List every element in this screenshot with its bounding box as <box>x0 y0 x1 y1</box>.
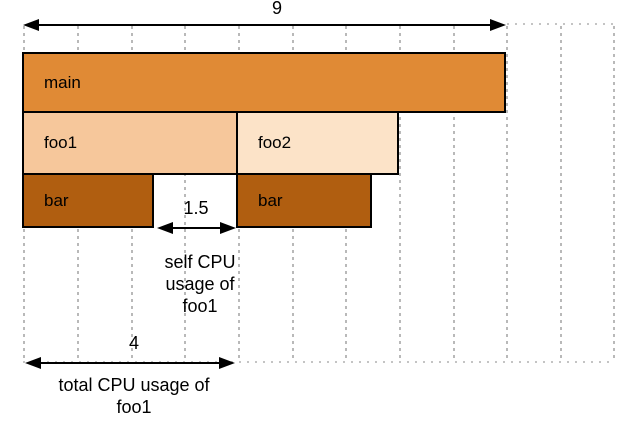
caption-line: usage of <box>165 274 235 294</box>
gridline-horizontal-bottom <box>23 361 615 363</box>
caption-line: total CPU usage of <box>58 375 210 395</box>
gridline-vertical-9 <box>506 26 508 362</box>
frame-main: main <box>22 52 506 113</box>
frame-main-label: main <box>44 72 81 92</box>
measurement-foo1-self-arrow <box>157 221 236 234</box>
frame-bar1-label: bar <box>44 190 69 210</box>
gridline-vertical-11 <box>613 26 615 362</box>
arrow-shaft <box>41 361 219 364</box>
gridline-vertical-8 <box>453 26 455 362</box>
caption-line: foo1 <box>182 296 218 316</box>
measurement-main-total-arrow <box>23 18 506 31</box>
arrowhead-right-icon <box>490 18 506 31</box>
arrowhead-left-icon <box>23 18 39 31</box>
arrowhead-right-icon <box>220 221 236 234</box>
measurement-main-total-value: 9 <box>271 0 283 18</box>
measurement-foo1-total-value: 4 <box>128 333 140 353</box>
caption-total-cpu-usage: total CPU usage of foo1 <box>58 374 209 418</box>
gridline-vertical-3 <box>184 26 186 362</box>
measurement-foo1-total-arrow <box>25 356 235 369</box>
caption-self-cpu-usage: self CPU usage of foo1 <box>164 251 235 317</box>
arrowhead-left-icon <box>157 221 173 234</box>
frame-bar2-label: bar <box>258 190 283 210</box>
arrowhead-left-icon <box>25 356 41 369</box>
measurement-foo1-self-value: 1.5 <box>183 198 209 218</box>
arrow-shaft <box>173 226 220 229</box>
arrow-shaft <box>39 23 490 26</box>
gridline-vertical-7 <box>399 26 401 362</box>
caption-line: foo1 <box>116 397 152 417</box>
frame-bar-under-foo2: bar <box>236 173 372 228</box>
arrowhead-right-icon <box>219 356 235 369</box>
caption-line: self CPU <box>164 252 236 272</box>
frame-bar-under-foo1: bar <box>22 173 154 228</box>
gridline-vertical-10 <box>560 26 562 362</box>
frame-foo1-label: foo1 <box>44 133 78 152</box>
frame-foo2-label: foo2 <box>258 133 292 152</box>
gridline-horizontal-top <box>507 23 619 25</box>
frame-foo2: foo2 <box>236 111 399 175</box>
frame-foo1: foo1 <box>22 111 238 175</box>
